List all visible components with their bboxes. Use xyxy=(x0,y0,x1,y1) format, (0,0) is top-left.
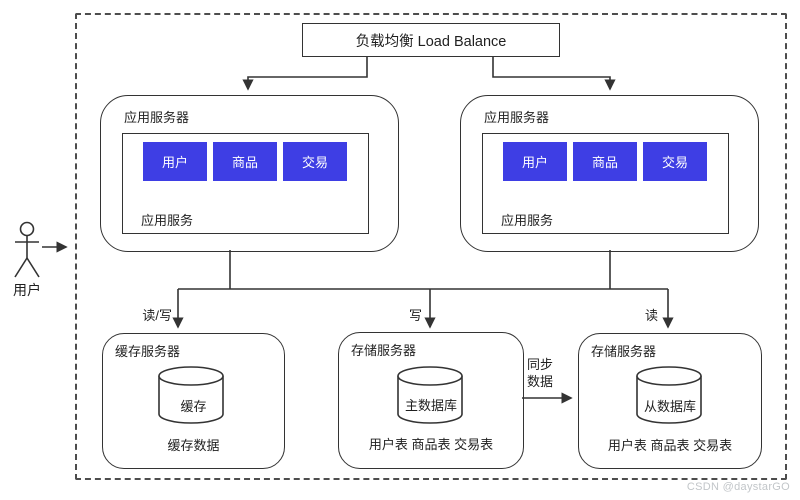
app-server-box-right: 应用服务器 用户 商品 交易 应用服务 xyxy=(460,95,759,252)
cache-server-title: 缓存服务器 xyxy=(115,344,181,359)
service-box-trade: 交易 xyxy=(283,142,347,181)
sync-data-label: 同步 数据 xyxy=(527,356,567,390)
slave-storage-box: 存储服务器 从数据库 用户表 商品表 交易表 xyxy=(578,333,762,469)
app-services-panel: 用户 商品 交易 应用服务 xyxy=(482,133,729,234)
master-db-label: 主数据库 xyxy=(401,398,460,413)
service-box-product: 商品 xyxy=(213,142,277,181)
edge-label-read-write: 读/写 xyxy=(142,308,172,323)
edge-label-read: 读 xyxy=(644,308,658,323)
master-tables-note: 用户表 商品表 交易表 xyxy=(368,437,494,452)
service-box-trade: 交易 xyxy=(643,142,707,181)
cache-data-note: 缓存数据 xyxy=(167,438,220,453)
cache-db-label: 缓存 xyxy=(177,399,210,414)
app-server-box-left: 应用服务器 用户 商品 交易 应用服务 xyxy=(100,95,399,252)
slave-tables-note: 用户表 商品表 交易表 xyxy=(607,438,733,453)
service-box-user: 用户 xyxy=(143,142,207,181)
slave-storage-title: 存储服务器 xyxy=(591,344,657,359)
user-actor-label: 用户 xyxy=(13,282,41,298)
slave-db-label: 从数据库 xyxy=(640,399,699,414)
app-services-label: 应用服务 xyxy=(141,213,194,228)
service-box-user: 用户 xyxy=(503,142,567,181)
load-balancer-box: 负载均衡 Load Balance xyxy=(302,23,560,57)
system-boundary-border xyxy=(75,13,787,480)
app-services-panel: 用户 商品 交易 应用服务 xyxy=(122,133,369,234)
service-box-product: 商品 xyxy=(573,142,637,181)
edge-label-write: 写 xyxy=(408,308,422,323)
master-storage-title: 存储服务器 xyxy=(351,343,417,358)
app-services-label: 应用服务 xyxy=(501,213,554,228)
sync-data-label-line1: 同步 xyxy=(527,357,554,372)
watermark: CSDN @daystarGO xyxy=(686,481,790,493)
app-server-title: 应用服务器 xyxy=(124,110,190,125)
sync-data-label-line2: 数据 xyxy=(527,374,554,389)
master-storage-box: 存储服务器 主数据库 用户表 商品表 交易表 xyxy=(338,332,524,469)
cache-server-box: 缓存服务器 缓存 缓存数据 xyxy=(102,333,285,469)
load-balancer-label: 负载均衡 Load Balance xyxy=(355,33,507,50)
app-server-title: 应用服务器 xyxy=(484,110,550,125)
